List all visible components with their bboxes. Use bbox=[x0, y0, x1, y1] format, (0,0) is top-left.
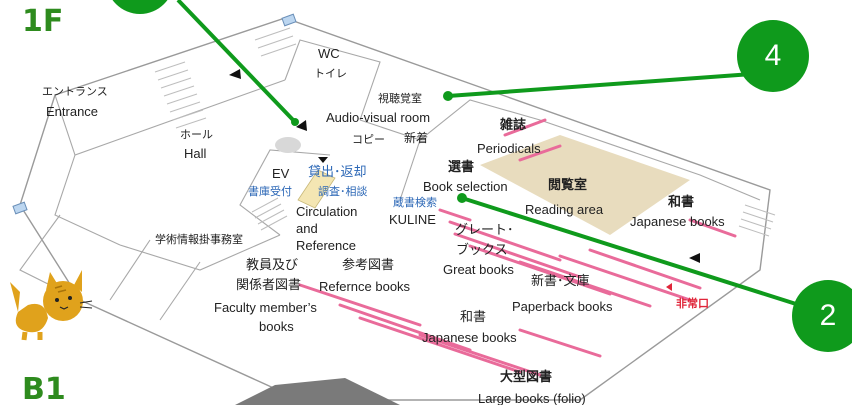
reading-area-label-jp: 閲覧室 bbox=[548, 178, 588, 193]
periodicals-label-jp: 雑誌 bbox=[500, 118, 527, 133]
faculty-books-label-en-1: Faculty member’s bbox=[214, 300, 317, 315]
arrow-left-icon bbox=[689, 253, 700, 263]
kuline-label-en: KULINE bbox=[389, 212, 436, 227]
reference-books-label-en: Refernce books bbox=[319, 279, 411, 294]
floor-outline bbox=[19, 17, 771, 401]
japanese-books-mid-label-en: Japanese books bbox=[422, 330, 517, 345]
circulation-label-en-2: and bbox=[296, 221, 318, 236]
great-books-label-en: Great books bbox=[443, 262, 514, 277]
cat-icon bbox=[10, 270, 93, 341]
wc-label-en: WC bbox=[318, 46, 340, 61]
copy-area bbox=[275, 137, 301, 153]
great-books-label-jp-2: ブックス bbox=[456, 243, 508, 258]
paperback-books-label-jp: 新書･文庫 bbox=[531, 274, 590, 289]
faculty-books-label-en-2: books bbox=[259, 319, 294, 334]
entrance-stairs bbox=[154, 61, 207, 129]
faculty-books-label-jp-2: 関係者図書 bbox=[236, 278, 302, 293]
corner-marker-icon bbox=[12, 201, 28, 215]
walls bbox=[19, 39, 761, 321]
wc-stairs bbox=[254, 27, 297, 57]
leader-dot bbox=[457, 193, 467, 203]
av-room-label-jp: 視聴覚室 bbox=[378, 92, 422, 105]
large-books-label-jp: 大型図書 bbox=[500, 370, 553, 385]
corner-marker-icon bbox=[281, 13, 297, 27]
ev-label: EV bbox=[272, 166, 290, 181]
reference-desk-label-jp: 調査･相談 bbox=[318, 185, 368, 198]
kuline-label-jp: 蔵書検索 bbox=[393, 196, 437, 209]
japanese-books-right-label-en: Japanese books bbox=[630, 214, 725, 229]
periodicals-label-en: Periodicals bbox=[477, 141, 541, 156]
book-selection-label-jp: 選書 bbox=[448, 160, 475, 175]
leader-line-top bbox=[176, 0, 297, 124]
leader-dot bbox=[443, 91, 453, 101]
exit-icon bbox=[666, 283, 672, 291]
wc-label-jp: トイレ bbox=[314, 67, 347, 80]
book-selection-label-en: Book selection bbox=[423, 179, 508, 194]
b1-floor-outline bbox=[235, 378, 400, 405]
new-arrivals-label-jp: 新着 bbox=[404, 131, 429, 145]
leader-dot bbox=[291, 118, 299, 126]
entrance-label-en: Entrance bbox=[46, 104, 99, 119]
reading-area-label-en: Reading area bbox=[525, 202, 604, 217]
floor-label-b1: B1 bbox=[22, 372, 66, 405]
office-stairs bbox=[251, 197, 288, 231]
circulation-label-en-3: Reference bbox=[296, 238, 356, 253]
marker-badge-av[interactable]: 4 bbox=[737, 20, 809, 92]
circulation-label-en-1: Circulation bbox=[296, 204, 358, 219]
leader-line-av bbox=[447, 72, 753, 98]
office-label-jp: 学術情報掛事務室 bbox=[155, 233, 243, 246]
floor-label-1f: 1F bbox=[22, 4, 64, 39]
reference-books-label-jp: 参考図書 bbox=[342, 258, 395, 273]
faculty-books-label-jp-1: 教員及び bbox=[246, 258, 299, 273]
large-books-label-en: Large books (folio) bbox=[478, 391, 586, 405]
reading-area-floor bbox=[480, 135, 690, 235]
arrow-up-icon bbox=[296, 120, 307, 131]
partial-marker-badge bbox=[112, 0, 168, 14]
arrow-up-icon bbox=[229, 69, 241, 79]
japanese-books-right-label-jp: 和書 bbox=[668, 195, 695, 210]
stack-reception-label-jp: 書庫受付 bbox=[248, 185, 292, 198]
right-stairs bbox=[738, 204, 776, 237]
hall-label-en: Hall bbox=[184, 146, 207, 161]
japanese-books-mid-label-jp: 和書 bbox=[460, 310, 487, 325]
av-room-label-en: Audio-visual room bbox=[326, 110, 431, 125]
hall-label-jp: ホール bbox=[180, 128, 213, 141]
bookshelves bbox=[298, 118, 737, 377]
emergency-exit-label-jp: 非常口 bbox=[676, 297, 709, 310]
entrance-label-jp: エントランス bbox=[42, 85, 108, 98]
paperback-books-label-en: Paperback books bbox=[512, 299, 613, 314]
counter bbox=[297, 169, 336, 209]
leader-line-kuline bbox=[461, 196, 816, 312]
marker-badge-kuline[interactable]: 2 bbox=[792, 280, 852, 352]
lending-label-jp: 貸出･返却 bbox=[308, 165, 367, 180]
copy-label-jp: コピー bbox=[352, 133, 385, 146]
arrow-down-icon bbox=[318, 157, 328, 163]
great-books-label-jp-1: グレート･ bbox=[455, 223, 514, 238]
